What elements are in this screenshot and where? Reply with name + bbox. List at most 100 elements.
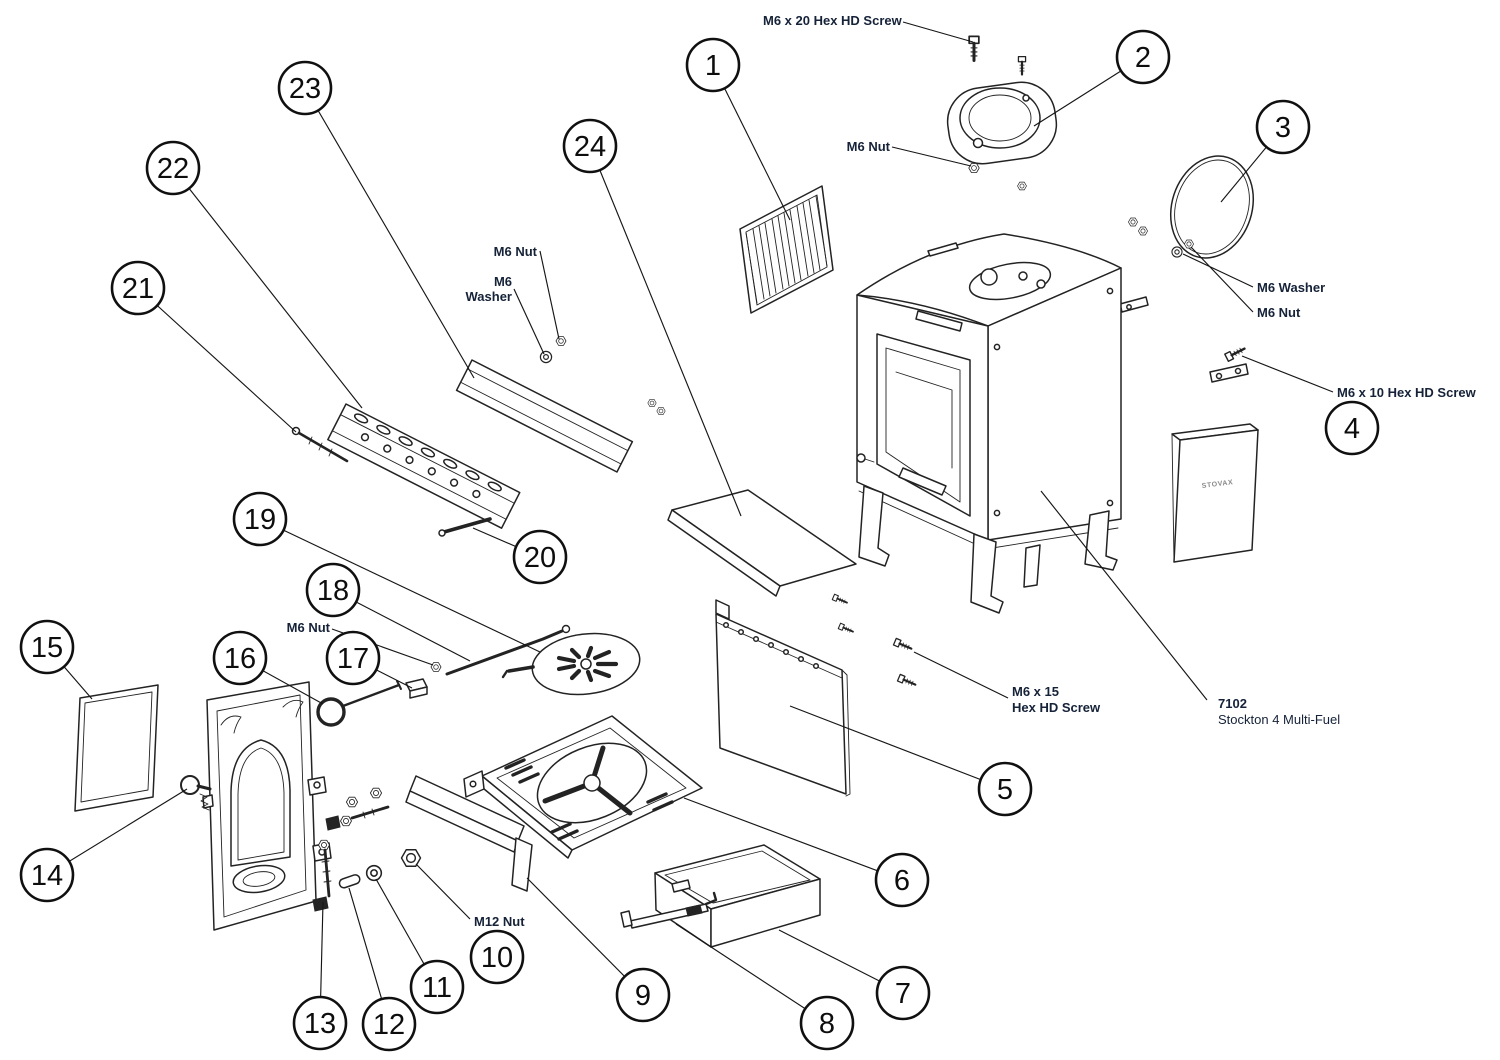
label-m6x15-line1: M6 x 15 [1012,684,1059,699]
callout-18-number: 18 [317,575,349,607]
part-24-baffle-plate [667,489,857,597]
hex-nut-a-icon [345,796,359,808]
label-m6-nut-plate: M6 Nut [1257,305,1301,320]
part-13-bolt-head-icon [318,839,330,851]
m6-nut-2-icon [1017,181,1027,191]
callout-19: 19 [232,491,288,547]
square-nut-upper [325,815,341,831]
m6-washer-plate-label-line [1182,253,1254,288]
callout-23: 23 [277,60,333,116]
part-1-grill-panel [739,185,834,314]
m12-nut-label-line [415,863,471,920]
callout-6-number: 6 [894,865,910,897]
part-21-screw [291,426,349,463]
callout-1-number: 1 [705,50,721,82]
part-16-ring-handle [316,680,402,727]
callout-9-line [526,877,644,996]
callout-14-line [46,788,188,876]
callout-24: 24 [562,118,618,174]
callout-8-line [675,923,828,1024]
label-m6-nut-channel: M6 Nut [494,244,538,259]
part-7-ashpan [654,844,821,948]
callout-24-number: 24 [574,131,606,163]
callout-23-number: 23 [289,73,321,105]
m6-washer-icon [1171,246,1183,258]
part-17-latch [405,678,428,699]
stove-leg-front-right [970,533,1004,614]
part-15-door-glass [74,684,159,812]
label-m6x10-screw: M6 x 10 Hex HD Screw [1337,385,1477,400]
callout-5-number: 5 [997,774,1013,806]
door-opening [876,333,971,517]
panel-holes [722,621,820,670]
callout-16: 16 [212,630,268,686]
callout-12: 12 [361,996,417,1052]
m6-nut-3-icon [1128,217,1138,227]
door-assembly [202,681,332,931]
m6x15-screw-2-icon [896,673,918,690]
label-m6x20-screw: M6 x 20 Hex HD Screw [763,13,903,28]
callout-21: 21 [110,260,166,316]
callout-1: 1 [685,37,741,93]
small-screw-1-icon [831,593,850,607]
product-label-line [1040,490,1208,701]
callout-15-number: 15 [31,632,63,664]
square-nut-lower [312,896,329,912]
small-screw-2-icon [837,622,856,636]
callout-23-line [304,87,475,379]
callout-14: 14 [19,847,75,903]
m6-nut-4-icon [1138,226,1148,236]
part-5-side-panel [715,599,851,797]
part-14-door-knob [180,775,212,811]
frame-slots [504,758,674,841]
m6x10-label-line [1241,355,1334,393]
label-m6-washer-plate: M6 Washer [1257,280,1325,295]
callout-8-number: 8 [819,1008,835,1040]
part-4-bracket-screw [1209,343,1249,383]
brick-brand-text: STOVAX [1201,479,1233,490]
m6-nut-icon [968,163,980,173]
m6x15-screw-1-icon [892,637,914,654]
callout-18: 18 [305,562,361,618]
m6-nut-channel-icon [555,336,567,346]
callout-17-number: 17 [337,643,369,675]
callout-4-number: 4 [1344,413,1360,445]
part-12-roll-pin [338,874,361,889]
callout-11: 11 [409,959,465,1015]
stove-leg-back [1023,544,1041,588]
callout-24-line [589,145,742,517]
callout-14-number: 14 [31,860,63,892]
grate-slots [556,645,619,683]
part-18-riddling-rod [445,624,571,676]
callout-8: 8 [799,995,855,1051]
product-code: 7102 [1218,696,1247,711]
part-9-front-bar [405,775,533,892]
part-2-flue-collar [946,34,1058,191]
callout-2-number: 2 [1135,42,1151,74]
part-3-blanking-plate [1128,155,1255,259]
m6-nut-channel-label-line [539,250,560,340]
m6-nut-6-icon [647,399,657,407]
part-13-bolt-shaft [323,848,331,898]
callout-4: 4 [1324,400,1380,456]
m6x10-screw-icon [1223,343,1248,363]
callout-9-number: 9 [635,980,651,1012]
m6-nut-7-icon [656,407,666,415]
callout-7: 7 [875,965,931,1021]
m6-nut-flue-label-line [891,146,972,167]
part-11-washer-icon [365,864,383,882]
text-labels: M6 x 20 Hex HD Screw M6 Nut M6 Nut M6 Wa… [287,13,1477,929]
callout-19-line [259,518,541,653]
callout-9: 9 [615,967,671,1023]
hex-nut-b-icon [369,787,383,799]
callout-12-number: 12 [373,1009,405,1041]
callout-13-number: 13 [304,1008,336,1040]
part-22-perforated-channel [327,403,521,529]
part-23-channel [455,359,634,473]
callout-3: 3 [1255,99,1311,155]
callout-6-line [683,797,903,881]
side-bracket [1119,296,1149,313]
m6x20-screw-icon [967,34,981,63]
m6-nut-plate-label-line [1190,246,1254,313]
